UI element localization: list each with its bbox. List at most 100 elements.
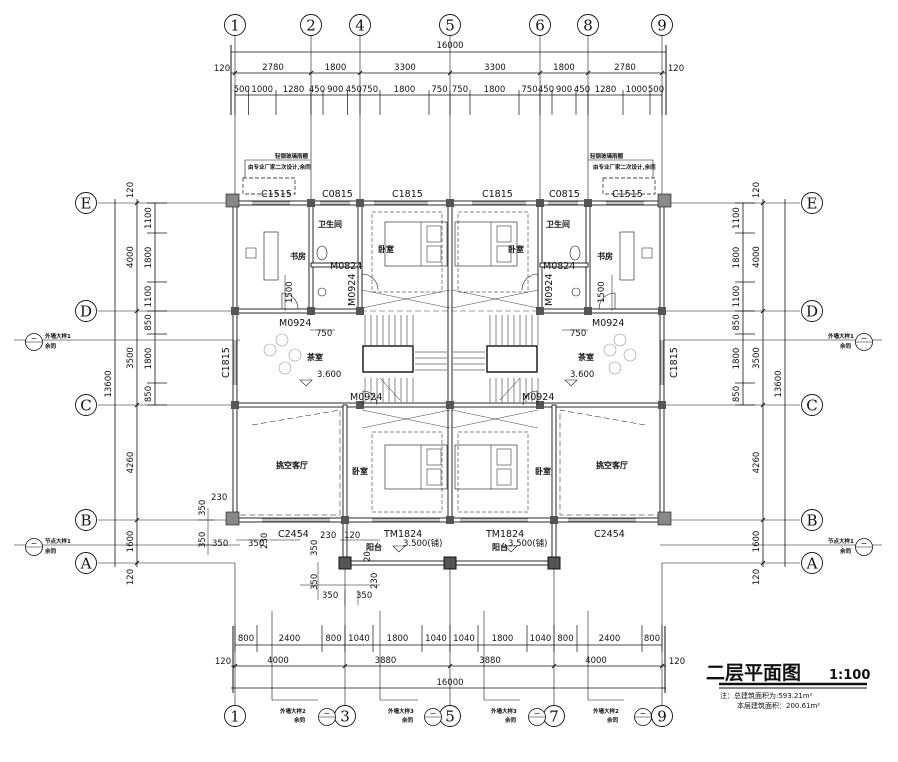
left-dim-edge-top: 120 [126,182,136,198]
axis-left-D-circle [75,300,97,322]
axis-bottom-5-label: 5 [445,708,455,726]
right-dim-sub: 850 [732,386,742,402]
dim-bottom-bay: 3880 [479,656,501,666]
room-bedroom-top-left: 卧室 [378,244,394,254]
dim-bottom-total: 16000 [436,678,463,688]
room-void-living-left: 挑空客厅 [276,460,308,470]
dim-bottom-sub: 2400 [599,634,621,644]
right-dim-tick [760,517,766,523]
column [231,307,239,315]
dim-top-bay: 1800 [325,63,347,73]
axis-bottom-9-label: 9 [657,708,667,726]
canopy-note-right-2: 由专业厂家二次设计,余同 [593,163,656,171]
dim-tick [537,70,543,76]
tea-seat [288,348,302,362]
axis-bottom-7-label: 7 [549,708,559,726]
axis-right-C-circle [801,394,823,416]
axis-right-C-label: C [806,397,817,415]
section-bubble-right-1-text: — [861,336,867,342]
column [584,199,592,207]
stair-arrow [379,377,401,401]
right-dim-bay: 3500 [752,347,762,369]
wall-vertical [551,404,557,564]
dim-bottom-sub: 1040 [530,634,552,644]
left-dim-bay: 4260 [126,452,136,474]
bed [384,221,448,267]
section-bubble-bottom-4-text: — [640,711,646,717]
axis-top-1-circle [224,14,246,36]
bed [384,444,448,490]
window-c1515-left: C1515 [261,189,292,200]
wall-vertical [308,202,314,312]
dim-tick [447,70,453,76]
room-bedroom-bottom-right: 卧室 [535,466,551,476]
column [307,307,315,315]
dim-top-sub: 500 [234,85,250,95]
axis-top-1-label: 1 [230,17,240,35]
axis-left-C-label: C [80,397,91,415]
dim-350-d: 350 [248,539,264,549]
axis-bottom-3-label: 3 [340,708,350,726]
window-c2454-left: C2454 [278,529,309,540]
wall-west [232,202,238,521]
section-bubble-left-2-text: — [31,541,37,547]
axis-top-2-circle [300,14,322,36]
axis-left-C-circle [75,394,97,416]
axis-top-8-label: 8 [583,17,593,35]
section-bubble-bottom-2-text: — [430,711,436,717]
room-bedroom-bottom-left: 卧室 [352,466,368,476]
dim-top-bay: 1800 [553,63,575,73]
dim-230-a: 230 [211,493,227,503]
column [356,307,364,315]
window-c0815-left: C0815 [322,189,353,200]
ref-same-left-2: 余同 [44,547,57,555]
column [338,556,352,570]
dim-top-sub: 750 [362,85,378,95]
toilet [316,245,328,261]
axis-top-5-label: 5 [445,17,455,35]
right-dim-tick [760,402,766,408]
desk [263,231,279,281]
corner-pier [225,511,240,526]
door-m0924-tea-left: M0924 [279,318,311,329]
axis-right-A-circle [801,552,823,574]
tea-seat [275,333,289,347]
dim-bottom-sub: 2400 [279,634,301,644]
right-dim-bay: 1600 [752,531,762,553]
right-dim-sub: 1100 [732,207,742,229]
note-floor-area: 本层建筑面积：200.61m² [737,701,820,710]
dim-top-sub: 1000 [626,85,648,95]
left-dim-sub: 1800 [144,348,154,370]
ref-same-right-2: 余同 [839,547,852,555]
ref-node1-left: 节点大样1 [45,537,71,545]
section-bubble-bottom-1-text: — [324,711,330,717]
title-block: 二层平面图 1:100 注：总建筑面积为:593.21m² 本层建筑面积：200… [706,662,870,710]
ref-same-b1: 余同 [293,716,306,724]
room-balcony-left: 阳台 [366,542,382,552]
tea-seat [613,333,627,347]
dim-top-sub: 900 [327,85,343,95]
column [536,307,544,315]
axis-bottom-1-circle [224,705,246,727]
axis-right-D-label: D [806,303,818,321]
dim-top-bay: 3300 [394,63,416,73]
landing-cross [361,409,451,429]
column [584,307,592,315]
room-study-right: 书房 [597,251,613,261]
sink [317,287,327,297]
door-tm1824-right: TM1824 [485,529,524,540]
column [443,556,457,570]
column [356,401,364,409]
dim-bottom-edge-right: 120 [669,657,685,667]
level-balcony-right: 3.500(铺) [508,538,547,549]
axis-left-B-label: B [80,512,91,530]
rug [371,431,443,513]
wall-east [659,202,665,521]
dim-top-sub: 750 [521,85,537,95]
bed [454,444,518,490]
dim-1500-right: 1500 [597,281,607,303]
dim-tick [585,70,591,76]
column [231,401,239,409]
left-dim-tick [134,402,140,408]
room-tea-right: 茶室 [577,352,594,362]
